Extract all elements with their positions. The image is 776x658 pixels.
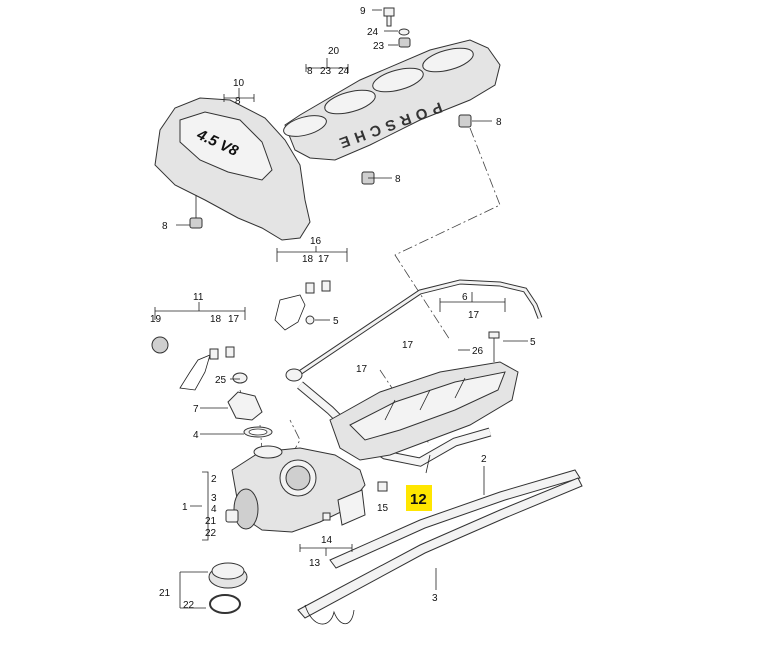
callout-group-3: 3 <box>211 493 217 504</box>
callout-17: 17 <box>402 340 414 351</box>
callout-group-2: 2 <box>211 474 217 485</box>
highlight-box <box>406 485 432 511</box>
callout-8: 8 <box>235 96 241 107</box>
callout-5: 5 <box>530 337 536 348</box>
callout-2-gasket: 2 <box>481 454 487 465</box>
callout-15: 15 <box>377 503 389 514</box>
callout-19: 19 <box>150 314 162 325</box>
callout-group-21: 21 <box>205 516 217 527</box>
seal-ring-4 <box>243 426 273 438</box>
callout-23: 23 <box>320 66 332 77</box>
callout-11: 11 <box>193 292 204 303</box>
callout-23: 23 <box>373 41 385 52</box>
callout-22: 22 <box>183 600 195 611</box>
callout-numbers: 9 24 23 20 8 23 24 10 8 8 8 8 16 18 17 1… <box>150 6 536 611</box>
callout-5: 5 <box>333 316 339 327</box>
callout-14: 14 <box>321 535 333 546</box>
oil-filler-cap[interactable] <box>208 562 248 589</box>
leader-lines <box>154 9 528 609</box>
cap-seal-22 <box>209 594 241 614</box>
callout-8: 8 <box>395 174 401 185</box>
oil-filler-housing[interactable] <box>225 445 366 533</box>
callout-17: 17 <box>468 310 480 321</box>
bracket-16 <box>274 280 331 331</box>
engine-cover[interactable]: 4.5 V8 <box>154 97 311 241</box>
bracket-14 <box>322 489 366 526</box>
callout-20: 20 <box>328 46 340 57</box>
vent-hose[interactable] <box>285 279 543 382</box>
callout-12-highlight[interactable]: 12 <box>406 485 432 511</box>
deflector-7 <box>227 391 263 421</box>
callout-8: 8 <box>162 221 168 232</box>
callout-17: 17 <box>318 254 330 265</box>
callout-10: 10 <box>233 78 245 89</box>
callout-6: 6 <box>462 292 468 303</box>
cylinder-head-cover[interactable] <box>329 361 519 461</box>
callout-8: 8 <box>307 66 313 77</box>
callout-3: 3 <box>432 593 438 604</box>
callout-17: 17 <box>228 314 240 325</box>
callout-13: 13 <box>309 558 321 569</box>
callout-24: 24 <box>367 27 379 38</box>
bolt-5 <box>488 331 500 362</box>
callout-1: 1 <box>182 502 188 513</box>
callout-25: 25 <box>215 375 227 386</box>
callout-group-4: 4 <box>211 504 217 515</box>
callout-7: 7 <box>193 404 199 415</box>
gasket-2[interactable] <box>329 469 581 569</box>
callout-group-22: 22 <box>205 528 217 539</box>
bracket-11 <box>151 336 248 391</box>
callout-4: 4 <box>193 430 199 441</box>
intake-cover[interactable]: PORSCHE <box>281 39 501 161</box>
clip-15 <box>377 481 388 492</box>
bolt-washer-nut <box>383 7 411 48</box>
callout-24: 24 <box>338 66 350 77</box>
callout-8: 8 <box>496 117 502 128</box>
callout-16: 16 <box>310 236 322 247</box>
callout-18: 18 <box>302 254 314 265</box>
callout-12: 12 <box>410 491 427 508</box>
callout-18: 18 <box>210 314 222 325</box>
callout-26: 26 <box>472 346 484 357</box>
callout-17: 17 <box>356 364 368 375</box>
callout-9: 9 <box>360 6 366 17</box>
callout-21: 21 <box>159 588 171 599</box>
